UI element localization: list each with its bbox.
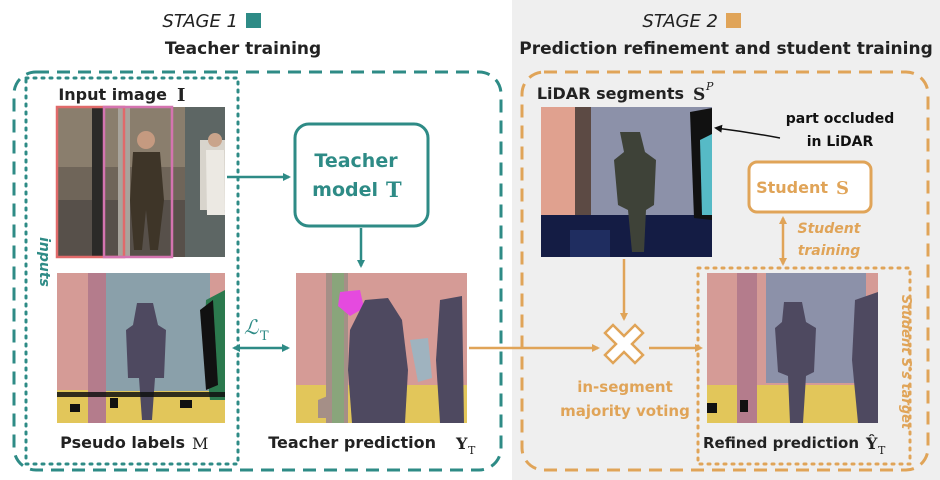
stage1-color-swatch [246,13,261,28]
svg-text:Ŷ: Ŷ [865,433,878,453]
student-training-line2: training [798,243,861,259]
loss-label: ℒ T [244,315,269,344]
stage2-frame [520,70,930,472]
pseudo-labels-label: Pseudo labels M [60,433,208,453]
teacher-model-line2: model T [312,177,402,202]
voting-line2: majority voting [560,402,690,420]
teacher-model-line1: Teacher [314,150,398,172]
occluded-arrow [714,124,781,139]
refined-prediction-label: Refined prediction Ŷ T [703,433,886,457]
svg-text:I: I [177,85,185,106]
stage2-header: STAGE 2 Prediction refinement and studen… [519,11,933,59]
student-box-label: Student S [756,178,849,199]
stage2-title: STAGE 2 [642,11,718,32]
svg-text:model: model [312,179,378,201]
svg-text:Pseudo labels: Pseudo labels [60,433,185,452]
stage2-color-swatch [726,13,741,28]
voting-cross-icon [603,323,645,365]
students-target-label: Student S's target [898,295,913,430]
input-image-label: Input image I [58,85,185,106]
inputs-side-label: inputs [36,237,52,287]
input-image [55,105,225,259]
stage1-frame [12,70,503,472]
svg-text:S: S [836,178,849,199]
svg-text:T: T [260,329,269,344]
svg-text:Input image: Input image [58,85,167,104]
student-target-frame [696,266,912,466]
svg-text:Student: Student [756,178,828,197]
teacher-prediction-image [296,273,467,423]
stage1-title: STAGE 1 [162,11,238,32]
inputs-frame [24,76,240,466]
svg-text:LiDAR segments: LiDAR segments [537,84,684,103]
svg-text:T: T [878,444,886,457]
svg-text:T: T [468,444,476,457]
svg-text:Y: Y [455,434,468,453]
occluded-line2: in LiDAR [807,134,874,150]
svg-text:P: P [705,80,714,93]
svg-text:ℒ: ℒ [244,315,259,339]
svg-text:Refined prediction: Refined prediction [703,434,859,452]
refined-prediction-image [707,273,878,423]
teacher-prediction-label: Teacher prediction Y T [268,433,476,457]
stage1-subtitle: Teacher training [165,39,321,59]
lidar-segments-image [541,107,712,257]
svg-text:M: M [192,434,208,453]
svg-text:Teacher prediction: Teacher prediction [268,433,436,452]
svg-text:S: S [693,85,705,105]
student-box [747,160,873,214]
occluded-line1: part occluded [786,111,894,127]
lidar-segments-label: LiDAR segments S P [537,80,714,105]
voting-line1: in-segment [577,378,673,396]
pseudo-labels-image [57,273,225,423]
stage2-subtitle: Prediction refinement and student traini… [519,39,933,59]
teacher-model-box [293,122,430,228]
stage1-header: STAGE 1 Teacher training [162,11,321,59]
svg-text:T: T [386,177,402,202]
student-training-line1: Student [798,221,862,237]
